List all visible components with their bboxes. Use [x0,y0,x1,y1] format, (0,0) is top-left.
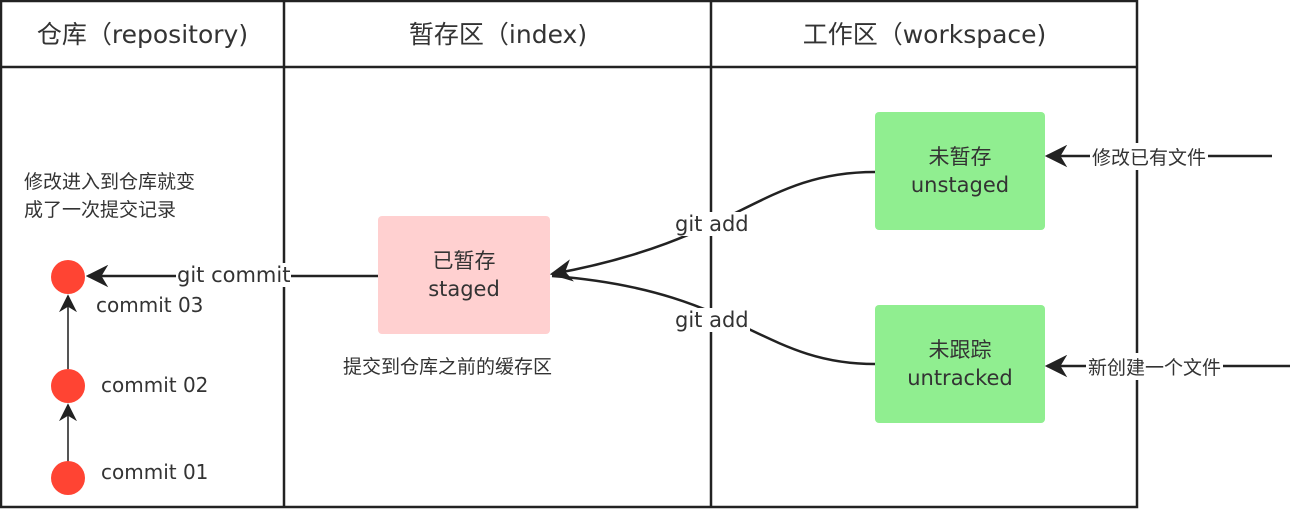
unstaged-box: 未暂存 unstaged [875,112,1045,230]
table-frame [0,0,1139,509]
staged-box: 已暂存 staged [378,216,550,334]
header-index: 暂存区（index) [408,20,588,49]
untracked-box-title: 未跟踪 [928,338,992,362]
unstaged-box-title: 未暂存 [928,145,992,169]
git-commit-label: git commit [176,263,292,287]
modify-existing-label: 修改已有文件 [1090,143,1209,170]
git-add-arrow-unstaged [549,170,876,282]
git-add-label-lower: git add [674,308,750,332]
commit-label-02: commit 02 [101,373,209,397]
index-note: 提交到仓库之前的缓存区 [343,356,553,378]
unstaged-box-subtitle: unstaged [910,173,1010,197]
header-workspace: 工作区（workspace) [802,20,1047,49]
staged-box-subtitle: staged [428,277,500,301]
new-file-label: 新创建一个文件 [1086,353,1224,380]
commit-dot-03 [51,260,85,294]
commit-label-01: commit 01 [101,460,209,484]
header-repository: 仓库（repository) [36,20,249,49]
commit-dot-02 [51,369,85,403]
untracked-box: 未跟踪 untracked [875,305,1045,423]
commit-label-03: commit 03 [96,293,204,317]
repo-note-line-1: 修改进入到仓库就变 [24,171,196,193]
commit-dot-01 [51,461,85,495]
staged-box-title: 已暂存 [432,249,496,273]
untracked-box-subtitle: untracked [907,366,1013,390]
repo-note-line-2: 成了一次提交记录 [24,199,177,221]
git-add-label-upper: git add [674,212,750,236]
